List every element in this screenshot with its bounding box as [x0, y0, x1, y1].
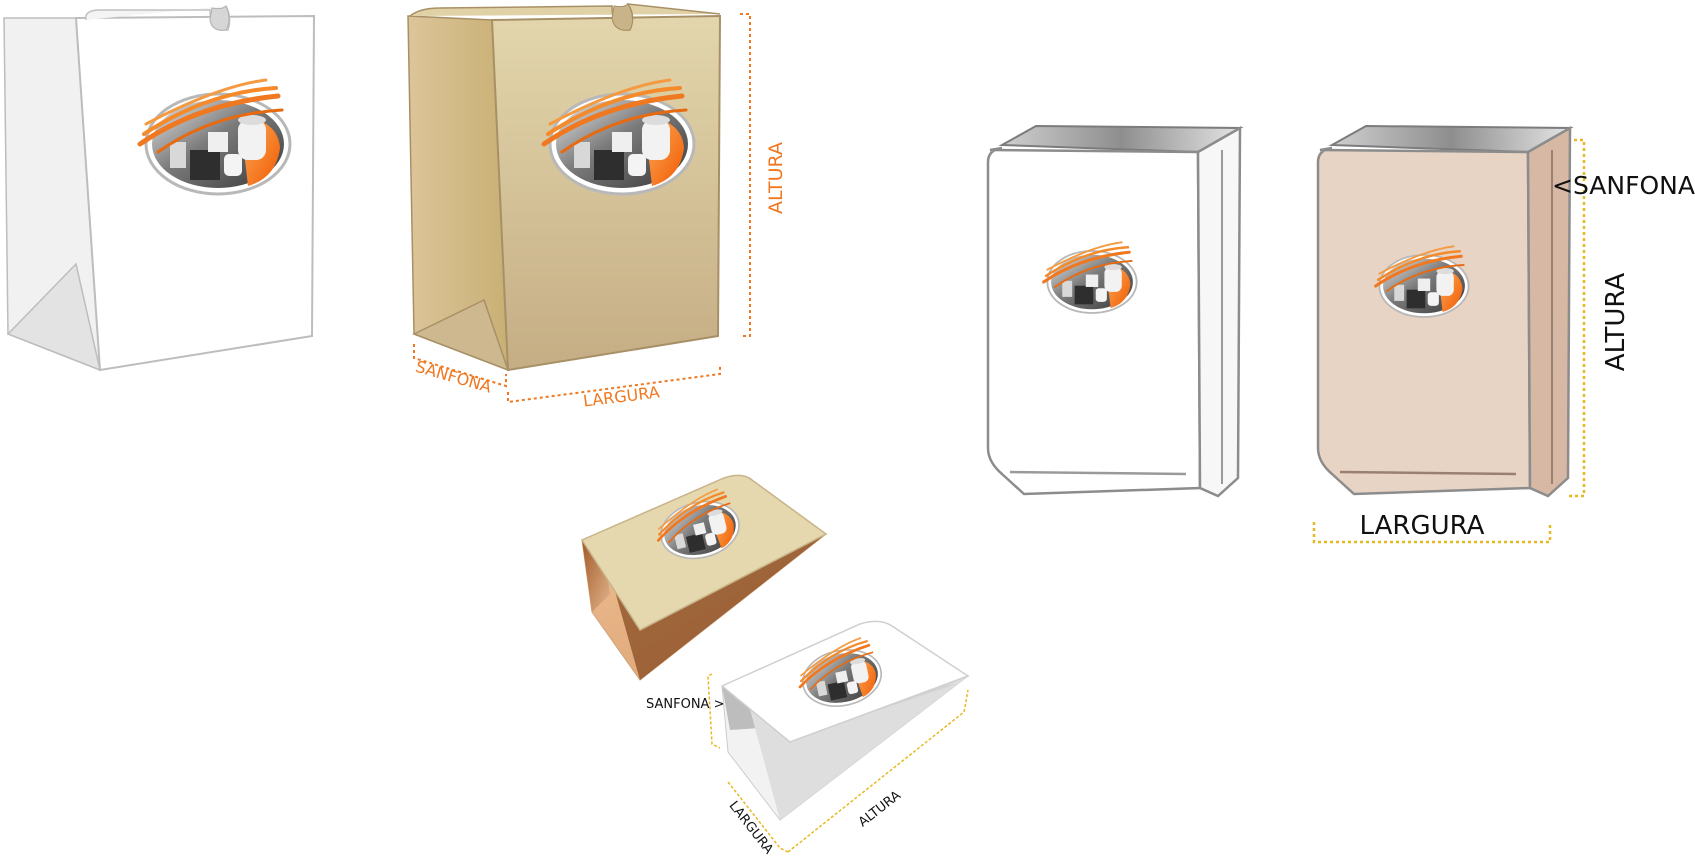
kraft-bag [407, 3, 722, 372]
white-bag [3, 5, 316, 372]
altura-label: ALTURA [765, 142, 787, 214]
white-gusset-bag [986, 124, 1244, 498]
pink-gusset-bag [1316, 124, 1574, 498]
largura-label: LARGURA [1360, 511, 1485, 541]
sanfona-label: SANFONA > [646, 697, 724, 712]
altura-label: ALTURA [1601, 273, 1631, 372]
sanfona-label: <SANFONA [1552, 171, 1695, 200]
largura-label: LARGURA [582, 382, 661, 410]
pink-bag-dimensions: <SANFONA ALTURA LARGURA [1312, 138, 1695, 544]
sanfona-label: SANFONA [413, 357, 493, 397]
largura-label: LARGURA [726, 799, 776, 858]
flat-kraft-bag [580, 474, 828, 681]
altura-label: ALTURA [856, 788, 904, 830]
flat-white-bag [720, 620, 970, 821]
